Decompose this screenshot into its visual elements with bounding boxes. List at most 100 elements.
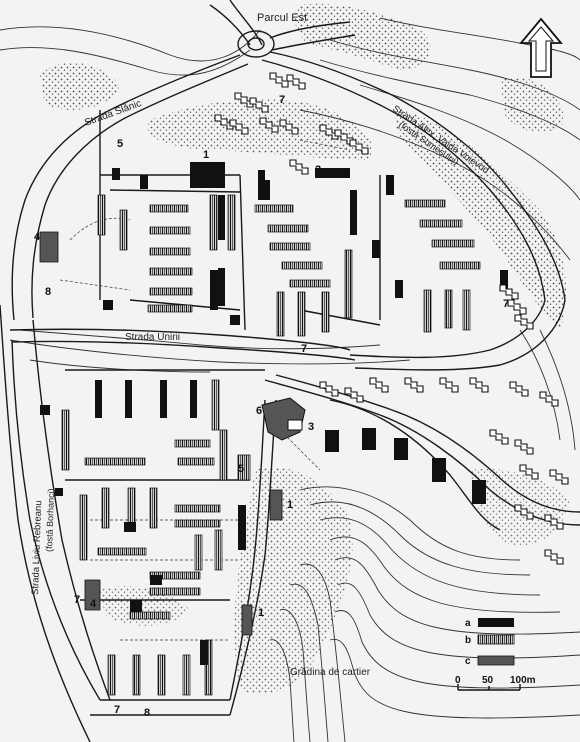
zone-number: 1	[203, 149, 209, 161]
apartment-slab-horizontal	[174, 439, 211, 448]
apartment-slab-vertical	[211, 379, 220, 431]
vegetation-far-east	[500, 77, 565, 133]
building-1-center	[190, 162, 225, 188]
zone-number: 3	[308, 421, 314, 433]
apartment-slab-horizontal	[254, 204, 294, 213]
building-block	[230, 315, 240, 325]
contour-lines	[0, 17, 580, 742]
special-buildings	[39, 162, 350, 636]
building-block	[125, 380, 132, 418]
buildings-layer	[40, 72, 569, 696]
zone-numbers: 1 2 3 4 4 5 5 6 7 7 7 7 7 8 8 1 1	[34, 94, 509, 719]
zone-number: 5	[238, 463, 244, 475]
apartment-slab-horizontal	[174, 519, 221, 528]
vegetation-south-slope	[234, 467, 353, 694]
legend-letter-b: b	[465, 635, 471, 646]
terraced-house-block	[549, 469, 569, 485]
building-4-west	[39, 231, 59, 263]
building-block	[350, 190, 357, 235]
apartment-slab-horizontal	[147, 304, 193, 313]
legend-letter-a: a	[465, 618, 471, 629]
building-block	[432, 458, 446, 482]
terraced-house-block	[514, 504, 534, 520]
zone-number: 1	[258, 607, 264, 619]
scale-label-100m: 100m	[510, 675, 536, 686]
building-block	[112, 168, 120, 180]
zone-number: 4	[90, 598, 97, 610]
apartment-slab-vertical	[214, 529, 223, 571]
apartment-slab-vertical	[344, 249, 353, 319]
apartment-slab-vertical	[182, 654, 191, 696]
terraced-house-block	[539, 391, 559, 407]
building-block	[95, 380, 102, 418]
zone-number: 5	[117, 138, 123, 150]
terraced-house-block	[349, 139, 369, 155]
zone-number: 7	[114, 704, 120, 716]
legend-swatch-a	[478, 618, 514, 627]
building-block	[395, 280, 403, 298]
apartment-slab-vertical	[444, 289, 453, 329]
apartment-slab-vertical	[209, 194, 218, 251]
zone-number: 8	[144, 707, 150, 719]
terraced-house-block	[214, 114, 234, 130]
zone-number: 2	[315, 164, 321, 176]
terraced-house-block	[469, 377, 489, 393]
label-strada-liviu: Strada Liviu Rebreanu	[30, 500, 44, 595]
vegetation-east-ridge	[394, 110, 566, 330]
zone-number: 8	[45, 286, 51, 298]
zone-number: 7	[503, 298, 509, 310]
building-block	[372, 240, 380, 258]
terraced-house-block	[514, 439, 534, 455]
zone-number: 4	[34, 231, 41, 243]
building-block	[103, 300, 113, 310]
building-block	[238, 505, 246, 550]
building-block	[210, 270, 218, 310]
building-1-lower	[241, 604, 253, 636]
terraced-house-block	[544, 514, 564, 530]
terraced-house-block	[369, 377, 389, 393]
apartment-slab-horizontal	[149, 204, 189, 213]
apartment-slab-horizontal	[177, 457, 215, 466]
apartment-slab-horizontal	[149, 267, 193, 276]
vegetation-top-right	[294, 3, 431, 70]
terraced-house-block	[286, 74, 306, 90]
legend-swatch-b	[477, 634, 515, 645]
building-block	[218, 268, 225, 306]
apartment-slab-vertical	[297, 291, 306, 337]
terraced-house-block	[439, 377, 459, 393]
zone-number: 6	[256, 405, 262, 417]
terraced-house-block	[234, 92, 254, 108]
apartment-slab-horizontal	[174, 504, 221, 513]
apartment-slab-horizontal	[149, 226, 191, 235]
apartment-slab-horizontal	[97, 547, 147, 556]
scale-label-0: 0	[455, 675, 461, 686]
apartment-slab-vertical	[79, 494, 88, 561]
apartment-slab-horizontal	[269, 242, 311, 251]
terraced-house-block	[514, 314, 534, 330]
label-parcul-est: Parcul Est	[257, 12, 307, 24]
terraced-house-block	[249, 97, 269, 113]
apartment-slab-vertical	[132, 654, 141, 696]
apartment-slab-vertical	[423, 289, 432, 333]
building-block	[160, 380, 167, 418]
building-block	[190, 380, 197, 418]
scale-label-50: 50	[482, 675, 494, 686]
apartment-slab-horizontal	[419, 219, 463, 228]
apartment-slab-horizontal	[149, 247, 191, 256]
apartment-slab-horizontal	[431, 239, 475, 248]
apartment-slab-vertical	[204, 639, 213, 696]
terraced-house-block	[269, 72, 289, 88]
label-strada-unirii: Strada Unirii	[125, 332, 180, 343]
apartment-slab-vertical	[101, 487, 110, 529]
building-3-block	[287, 419, 303, 431]
building-4-southwest	[84, 579, 101, 611]
building-block	[262, 180, 270, 200]
zone-number: 7	[74, 594, 80, 606]
building-2-center	[315, 168, 350, 178]
terraced-house-block	[544, 549, 564, 565]
apartment-slab-horizontal	[439, 261, 481, 270]
scale-bar: 0 50 100m	[455, 675, 536, 691]
